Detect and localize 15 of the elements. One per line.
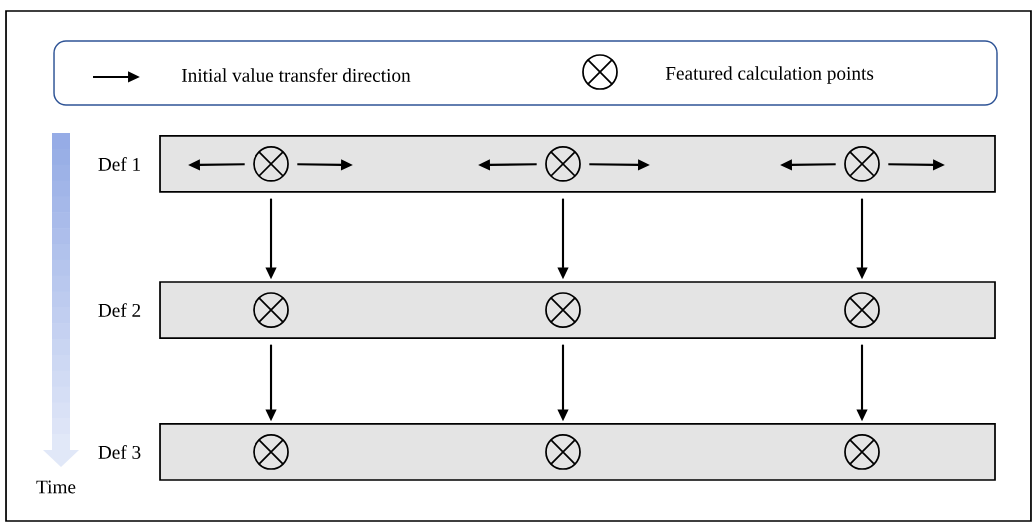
- circled-cross: [253, 292, 289, 328]
- row-label: Def 1: [98, 157, 140, 171]
- circled-cross: [545, 292, 581, 328]
- row-label: Def 3: [98, 445, 141, 459]
- legend-text: Initial value transfer direction: [181, 68, 411, 82]
- circled-cross: [545, 146, 581, 182]
- circled-cross: [844, 434, 880, 470]
- axis-label: Time: [36, 480, 76, 494]
- circled-cross: [844, 292, 880, 328]
- circled-cross: [253, 146, 289, 182]
- circled-cross: [545, 434, 581, 470]
- circled-cross: [253, 434, 289, 470]
- row-label: Def 2: [98, 303, 141, 317]
- legend-text: Featured calculation points: [665, 66, 874, 84]
- circled-cross: [844, 146, 880, 182]
